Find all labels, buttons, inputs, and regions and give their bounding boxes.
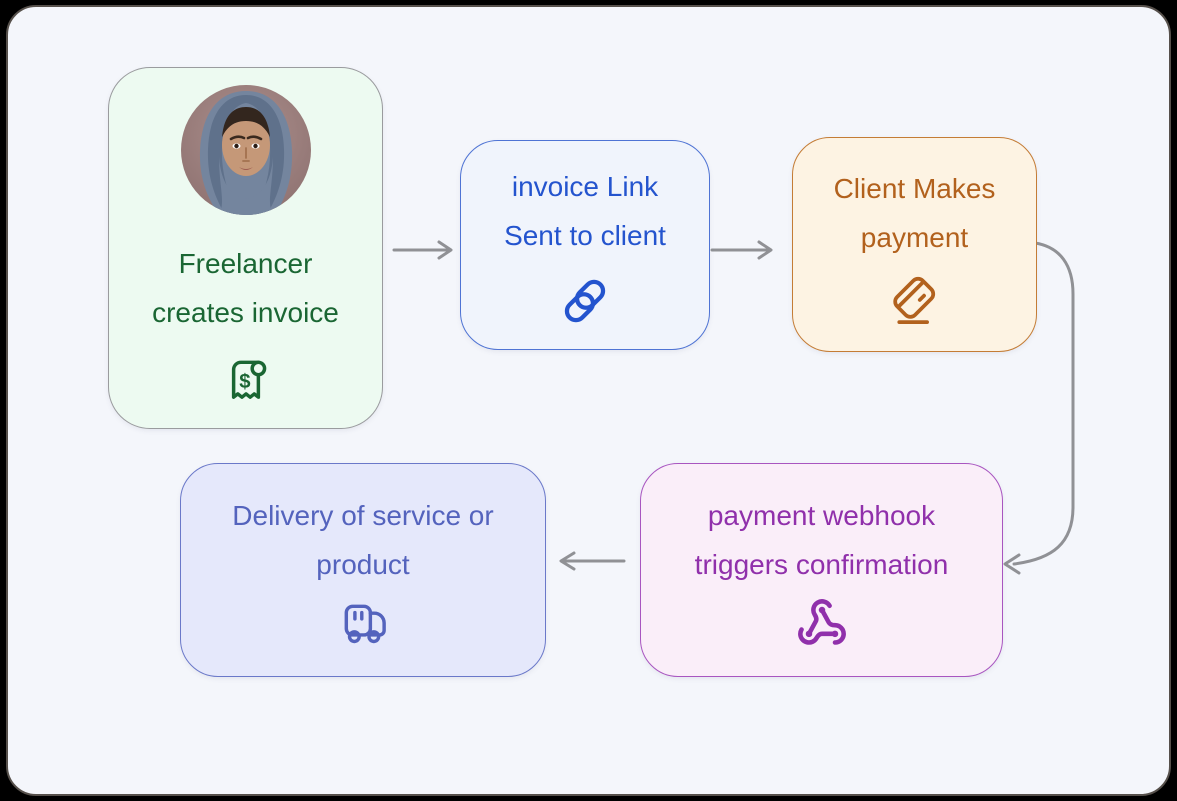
node-label: invoice Link Sent to client xyxy=(504,162,666,260)
node-label-line: payment xyxy=(860,222,969,253)
node-label-line: triggers confirmation xyxy=(694,549,949,580)
connector-link-to-payment xyxy=(710,240,773,260)
connector-freelancer-to-link xyxy=(392,240,453,260)
delivery-truck-icon xyxy=(336,596,391,651)
node-client-makes-payment[interactable]: Client Makes payment xyxy=(792,137,1037,352)
link-icon xyxy=(558,274,612,328)
node-label-line: invoice Link xyxy=(511,171,659,202)
node-label: Freelancer creates invoice xyxy=(152,239,339,337)
node-label-line: payment webhook xyxy=(707,500,936,531)
node-payment-webhook[interactable]: payment webhook triggers confirmation xyxy=(640,463,1003,677)
node-label-line: Delivery of service or xyxy=(232,500,494,531)
webhook-icon xyxy=(796,597,848,649)
node-label: payment webhook triggers confirmation xyxy=(695,491,949,589)
node-label-line: Sent to client xyxy=(504,220,666,251)
node-label: Client Makes payment xyxy=(834,164,996,262)
node-freelancer-creates-invoice[interactable]: Freelancer creates invoice $ xyxy=(108,67,383,429)
receipt-icon: $ xyxy=(219,355,273,409)
node-label-line: Freelancer xyxy=(178,248,313,279)
freelancer-avatar xyxy=(180,85,311,215)
connector-webhook-to-delivery xyxy=(559,551,626,571)
credit-card-icon xyxy=(886,272,944,330)
svg-text:$: $ xyxy=(239,371,250,393)
node-delivery-of-service[interactable]: Delivery of service or product xyxy=(180,463,546,677)
node-label-line: creates invoice xyxy=(152,297,339,328)
node-label-line: Client Makes xyxy=(833,173,996,204)
node-label: Delivery of service or product xyxy=(232,491,493,589)
flow-diagram: Freelancer creates invoice $ invoice Lin… xyxy=(8,7,1169,794)
canvas: Freelancer creates invoice $ invoice Lin… xyxy=(6,5,1171,796)
node-invoice-link-sent[interactable]: invoice Link Sent to client xyxy=(460,140,710,350)
node-label-line: product xyxy=(316,549,410,580)
